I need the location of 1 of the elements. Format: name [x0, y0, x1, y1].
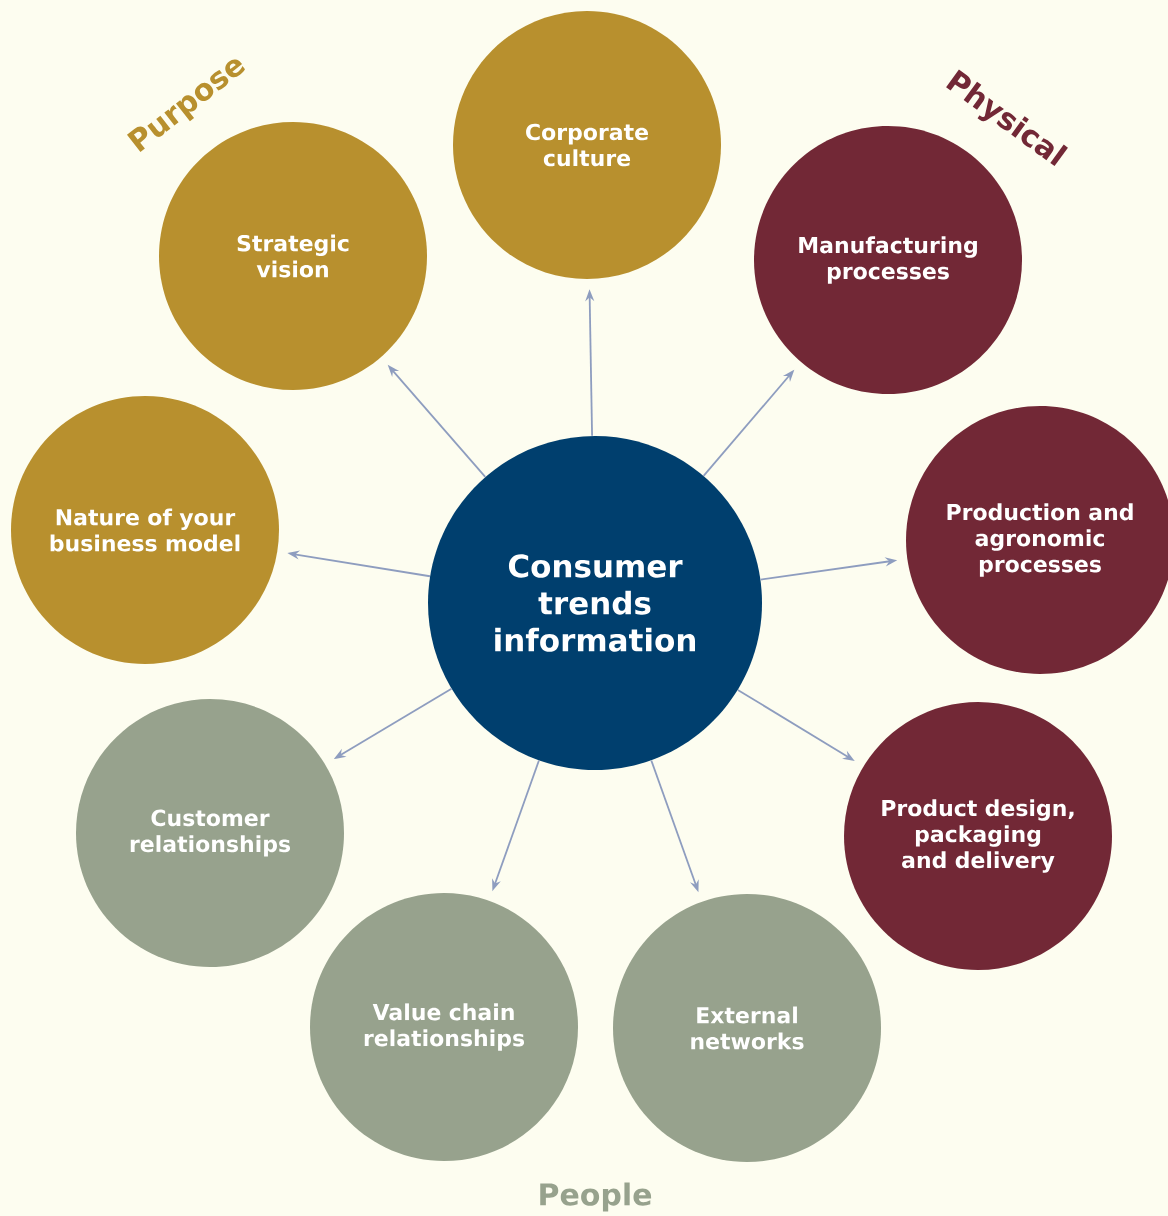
group-label: People	[540, 1182, 652, 1212]
